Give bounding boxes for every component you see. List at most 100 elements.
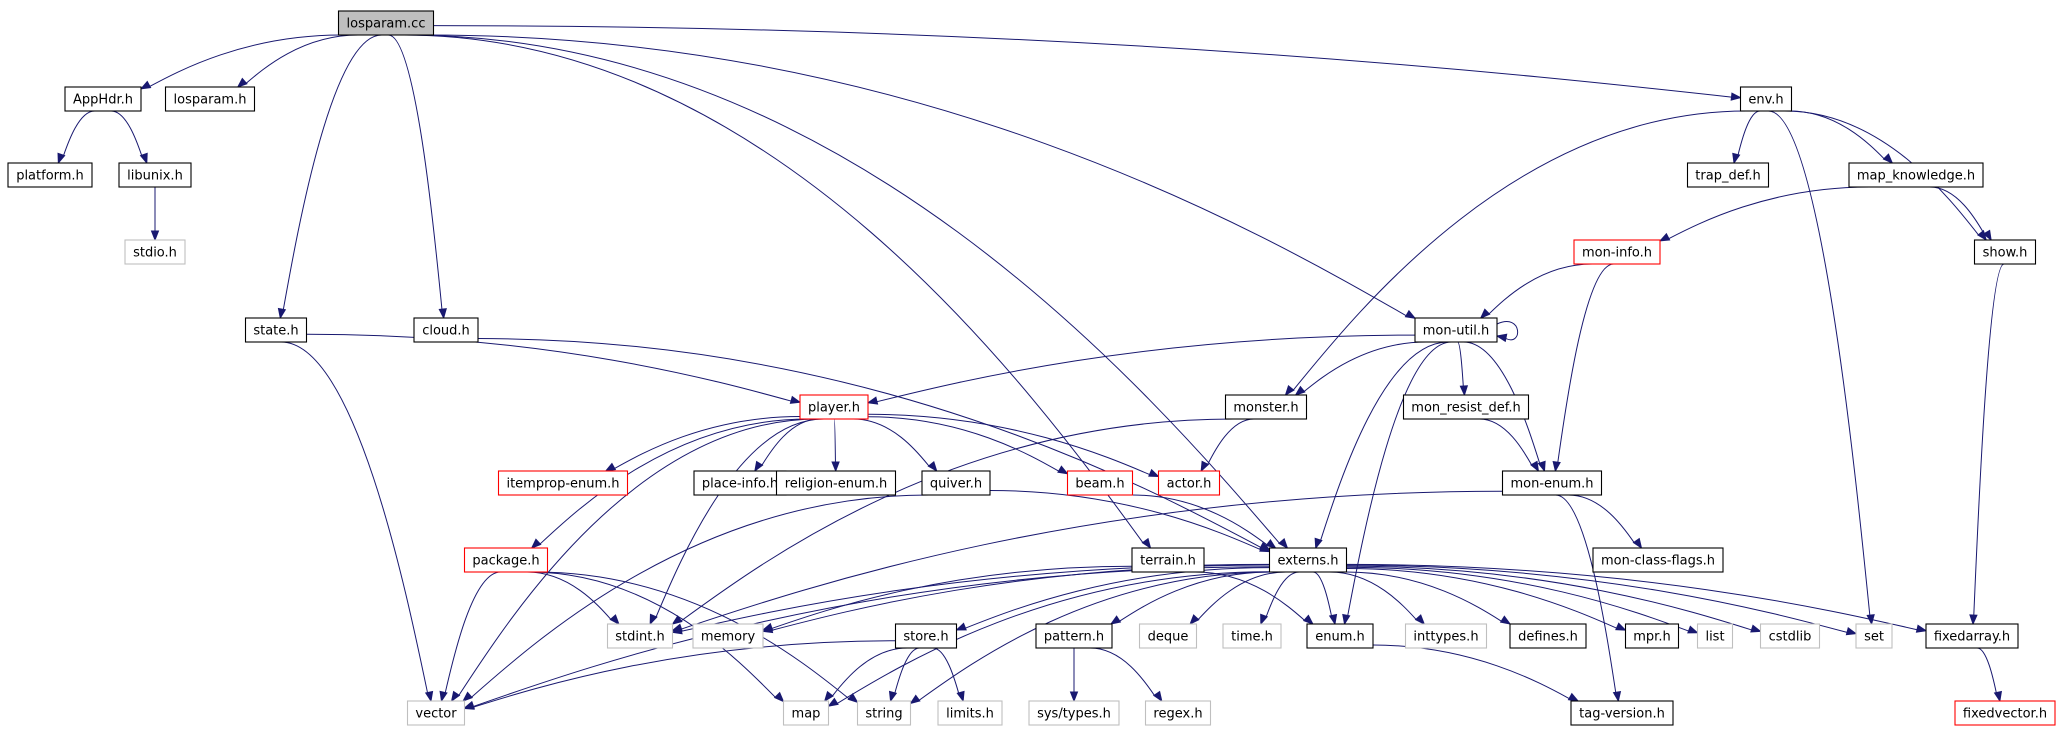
- node-box: [1501, 470, 1603, 496]
- node-fixedvector-h[interactable]: fixedvector.h: [1954, 700, 2056, 726]
- node-box: [1573, 239, 1661, 265]
- node-player-h[interactable]: player.h: [799, 394, 869, 420]
- edge-line: [1488, 263, 1593, 315]
- node-mpr-h[interactable]: mpr.h: [1624, 623, 1680, 649]
- node-label: fixedarray.h: [1934, 630, 2010, 645]
- node-trap-def-h[interactable]: trap_def.h: [1686, 162, 1770, 188]
- node-deque[interactable]: deque: [1138, 623, 1198, 649]
- arrowhead: [1414, 614, 1426, 626]
- node-quiver-h[interactable]: quiver.h: [921, 470, 991, 496]
- node-time-h[interactable]: time.h: [1222, 623, 1282, 649]
- edge-line: [111, 110, 143, 156]
- node-AppHdr-h[interactable]: AppHdr.h: [64, 86, 142, 112]
- edge-player-h-to-beam-h: [867, 416, 1069, 475]
- node-box: [1131, 547, 1205, 573]
- node-stdio-h[interactable]: stdio.h: [124, 239, 186, 265]
- node-set[interactable]: set: [1855, 623, 1893, 649]
- node-list[interactable]: list: [1696, 623, 1734, 649]
- edge-enum-h-to-tag-version-h: [1372, 644, 1580, 702]
- node-store-h[interactable]: store.h: [894, 623, 958, 649]
- edge-terrain-h-to-enum-h: [1195, 571, 1314, 625]
- node-terrain-h[interactable]: terrain.h: [1131, 547, 1205, 573]
- node-label: platform.h: [16, 169, 84, 184]
- node-tag-version-h[interactable]: tag-version.h: [1570, 700, 1674, 726]
- node-box: [1157, 470, 1221, 496]
- node-defines-h[interactable]: defines.h: [1509, 623, 1587, 649]
- node-monster-h[interactable]: monster.h: [1224, 394, 1308, 420]
- node-box: [782, 700, 830, 726]
- edge-store-h-to-limits-h: [932, 647, 965, 703]
- node-box: [1035, 623, 1113, 649]
- arrowhead: [1615, 622, 1627, 631]
- edge-losparam-cc-to-externs-h: [406, 34, 1289, 550]
- node-actor-h[interactable]: actor.h: [1157, 470, 1221, 496]
- node-state-h[interactable]: state.h: [244, 317, 308, 343]
- node-stdint-h[interactable]: stdint.h: [606, 623, 674, 649]
- node-box: [856, 700, 912, 726]
- node-label: string: [865, 707, 902, 722]
- node-limits-h[interactable]: limits.h: [937, 700, 1003, 726]
- edge-line: [1784, 110, 1980, 236]
- node-label: mon-info.h: [1582, 246, 1652, 261]
- edge-losparam-cc-to-mon-util-h: [427, 34, 1417, 319]
- node-env-h[interactable]: env.h: [1739, 86, 1793, 112]
- node-package-h[interactable]: package.h: [463, 547, 549, 573]
- node-cstdlib[interactable]: cstdlib: [1759, 623, 1821, 649]
- node-box: [692, 623, 764, 649]
- arrowhead: [463, 701, 475, 710]
- edge-losparam-cc-to-cloud-h: [388, 34, 447, 320]
- node-losparam-h[interactable]: losparam.h: [164, 86, 256, 112]
- arrowhead: [1265, 538, 1277, 549]
- node-regex-h[interactable]: regex.h: [1144, 700, 1212, 726]
- node-label: place-info.h: [702, 477, 778, 492]
- node-box: [1624, 623, 1680, 649]
- node-inttypes-h[interactable]: inttypes.h: [1404, 623, 1488, 649]
- edge-losparam-cc-to-env-h: [433, 25, 1742, 101]
- node-mon-class-flags-h[interactable]: mon-class-flags.h: [1592, 547, 1724, 573]
- node-show-h[interactable]: show.h: [1973, 239, 2037, 265]
- node-memory[interactable]: memory: [692, 623, 764, 649]
- node-cloud-h[interactable]: cloud.h: [413, 317, 479, 343]
- edge-player-h-to-vector: [450, 418, 819, 703]
- arrowhead: [1730, 92, 1742, 101]
- node-pattern-h[interactable]: pattern.h: [1035, 623, 1113, 649]
- node-mon-util-h[interactable]: mon-util.h: [1414, 317, 1498, 343]
- edge-line: [1976, 647, 1997, 693]
- arrowhead: [1294, 385, 1306, 396]
- node-beam-h[interactable]: beam.h: [1066, 470, 1134, 496]
- node-mon-resist-def-h[interactable]: mon_resist_def.h: [1402, 394, 1530, 420]
- node-map[interactable]: map: [782, 700, 830, 726]
- edge-externs-h-to-map: [827, 571, 1270, 707]
- edge-store-h-to-vector: [463, 640, 896, 710]
- arrowhead: [139, 80, 152, 90]
- node-itemprop-enum-h[interactable]: itemprop-enum.h: [497, 470, 629, 496]
- node-box: [1066, 470, 1134, 496]
- node-map-knowledge-h[interactable]: map_knowledge.h: [1848, 162, 1984, 188]
- node-religion-enum-h[interactable]: religion-enum.h: [775, 470, 897, 496]
- node-externs-h[interactable]: externs.h: [1268, 547, 1348, 573]
- edge-line: [471, 494, 929, 698]
- node-place-info-h[interactable]: place-info.h: [693, 470, 787, 496]
- node-sys-types-h[interactable]: sys/types.h: [1028, 700, 1120, 726]
- node-box: [1404, 623, 1488, 649]
- arrowhead: [847, 693, 859, 704]
- node-label: tag-version.h: [1579, 707, 1665, 722]
- arrowhead: [831, 461, 840, 473]
- node-label: mon-enum.h: [1510, 477, 1593, 492]
- node-platform-h[interactable]: platform.h: [7, 162, 93, 188]
- edge-line: [771, 565, 1133, 629]
- arrowhead: [1552, 461, 1561, 473]
- edge-line: [1789, 110, 1885, 160]
- edge-player-h-to-place-info-h: [754, 418, 820, 473]
- node-vector[interactable]: vector: [406, 700, 466, 726]
- node-mon-enum-h[interactable]: mon-enum.h: [1501, 470, 1603, 496]
- arrowhead: [1882, 153, 1894, 164]
- node-libunix-h[interactable]: libunix.h: [118, 162, 192, 188]
- node-losparam-cc[interactable]: losparam.cc: [337, 10, 435, 36]
- node-string[interactable]: string: [856, 700, 912, 726]
- node-enum-h[interactable]: enum.h: [1306, 623, 1374, 649]
- edge-line: [1668, 186, 1870, 240]
- node-mon-info-h[interactable]: mon-info.h: [1573, 239, 1661, 265]
- node-fixedarray-h[interactable]: fixedarray.h: [1925, 623, 2019, 649]
- edge-line: [1457, 341, 1464, 387]
